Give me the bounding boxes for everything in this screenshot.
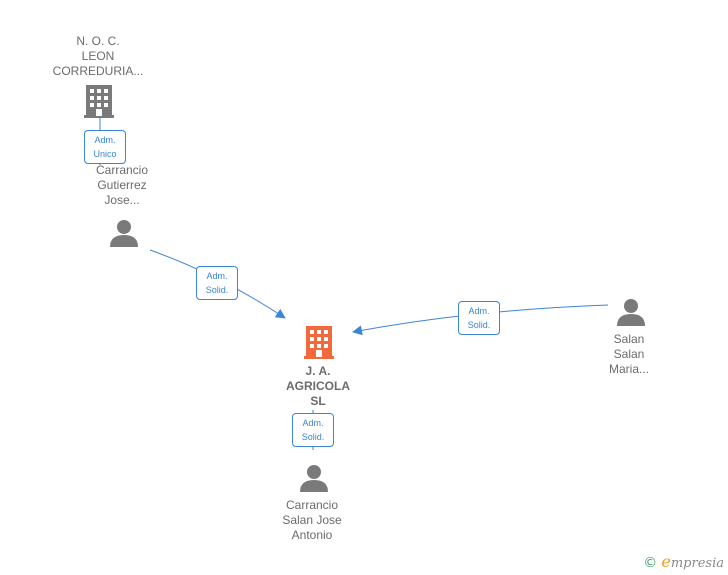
label-line: Maria... bbox=[608, 362, 649, 376]
label-line: Gutierrez bbox=[97, 178, 147, 192]
label-line: CORREDURIA... bbox=[52, 64, 144, 78]
person-icon[interactable] bbox=[110, 220, 138, 247]
badge-line: Adm. bbox=[468, 306, 490, 316]
edge-badge-salan-main[interactable]: Adm. Solid. bbox=[458, 301, 500, 335]
badge-line: Solid. bbox=[205, 285, 229, 295]
badge-line: Adm. bbox=[94, 135, 116, 145]
label-line: Carrancio bbox=[95, 163, 149, 177]
label-line: Salan Jose bbox=[282, 513, 342, 527]
badge-line: Solid. bbox=[301, 432, 325, 442]
node-label-carrancio-salan[interactable]: Carrancio Salan Jose Antonio bbox=[262, 498, 362, 543]
empresia-logo[interactable]: © empresia bbox=[643, 552, 724, 571]
label-line: Salan bbox=[613, 332, 645, 346]
label-line: AGRICOLA bbox=[286, 379, 350, 393]
person-icon[interactable] bbox=[617, 299, 645, 326]
badge-line: Solid. bbox=[467, 320, 491, 330]
badge-line: Adm. bbox=[206, 271, 228, 281]
node-label-noc[interactable]: N. O. C. LEON CORREDURIA... bbox=[48, 34, 148, 79]
badge-line: Adm. bbox=[302, 418, 324, 428]
edge-badge-main-carrancio-salan[interactable]: Adm. Solid. bbox=[292, 413, 334, 447]
badge-line: Unico bbox=[93, 149, 117, 159]
main-company-building-icon[interactable] bbox=[304, 326, 334, 359]
person-icon[interactable] bbox=[300, 465, 328, 492]
edge-badge-carrancio-main[interactable]: Adm. Solid. bbox=[196, 266, 238, 300]
node-label-main-company[interactable]: J. A. AGRICOLA SL bbox=[268, 364, 368, 409]
label-line: Salan bbox=[613, 347, 645, 361]
edge-badge-noc-carrancio[interactable]: Adm. Unico bbox=[84, 130, 126, 164]
label-line: N. O. C. bbox=[76, 34, 120, 48]
label-line: LEON bbox=[81, 49, 115, 63]
node-label-salan[interactable]: Salan Salan Maria... bbox=[579, 332, 679, 377]
label-line: J. A. bbox=[305, 364, 331, 378]
brand-initial: e bbox=[661, 552, 671, 571]
node-label-carrancio-gutierrez[interactable]: Carrancio Gutierrez Jose... bbox=[72, 163, 172, 208]
label-line: SL bbox=[310, 394, 326, 408]
label-line: Jose... bbox=[104, 193, 140, 207]
label-line: Carrancio bbox=[285, 498, 339, 512]
copyright-icon: © bbox=[643, 555, 658, 571]
label-line: Antonio bbox=[291, 528, 333, 542]
brand-name: mpresia bbox=[670, 556, 724, 571]
building-icon[interactable] bbox=[84, 85, 114, 118]
